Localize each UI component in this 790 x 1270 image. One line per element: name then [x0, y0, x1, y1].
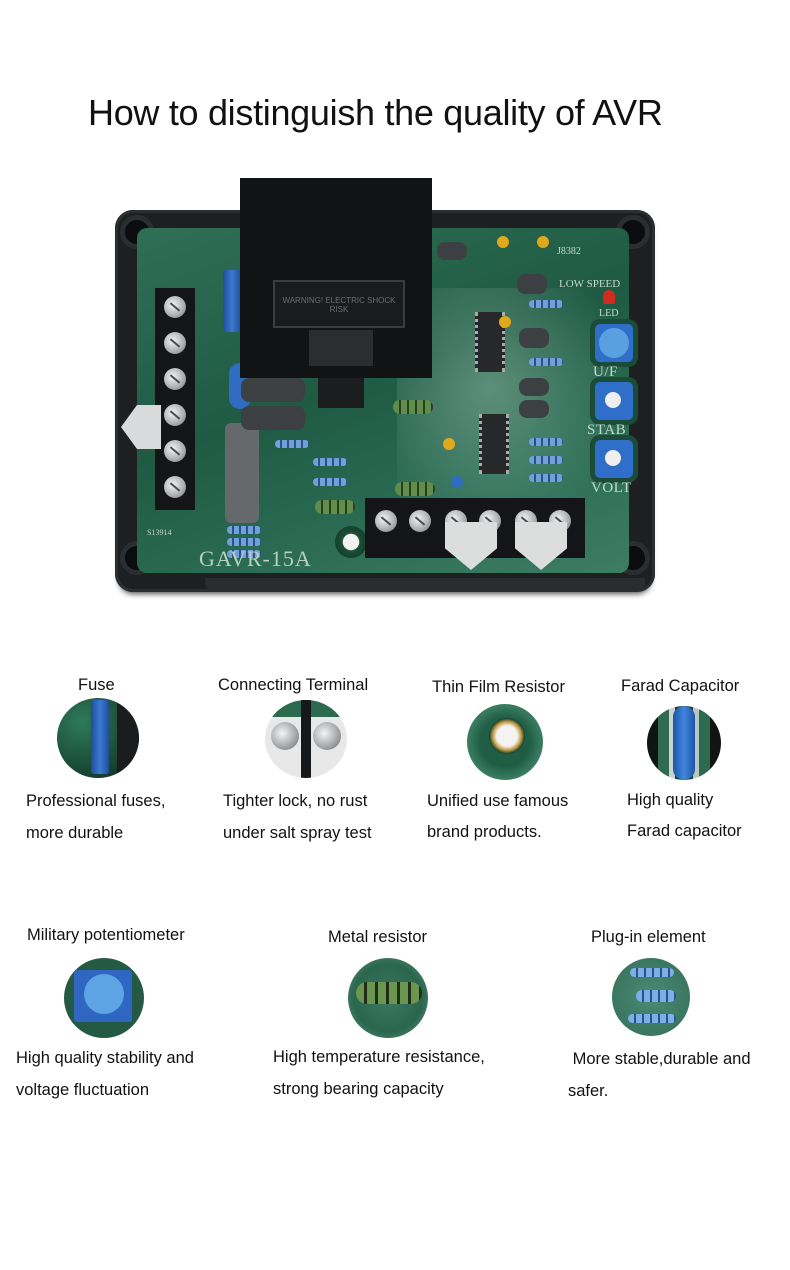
- capacitor-icon: [519, 328, 549, 348]
- feature-desc-line2: strong bearing capacity: [273, 1080, 444, 1098]
- thin-film-resistor-icon: [467, 704, 543, 780]
- potentiometer-knob-icon: [605, 392, 621, 408]
- capacitor-icon: [241, 378, 305, 402]
- metal-resistor-icon: [395, 482, 435, 496]
- resistor-icon: [529, 456, 563, 464]
- potentiometer-knob-icon: [599, 328, 629, 358]
- case-bottom-edge: [205, 578, 645, 592]
- silk-uf: U/F: [593, 364, 618, 380]
- regulator-icon: [318, 374, 364, 408]
- feature-title: Farad Capacitor: [621, 677, 740, 695]
- heatsink-fin: [426, 178, 432, 214]
- left-terminal-block: [155, 288, 195, 510]
- feature-title: Metal resistor: [328, 928, 428, 946]
- screw-icon: [164, 296, 186, 318]
- resistor-icon: [227, 550, 261, 558]
- feature-desc-line1: Professional fuses,: [26, 792, 166, 810]
- ic-chip-icon: [475, 312, 505, 372]
- capacitor-icon: [517, 274, 547, 294]
- resistor-icon: [529, 358, 563, 366]
- electrolytic-capacitor-icon: [335, 526, 367, 558]
- capacitor-icon: [519, 400, 549, 418]
- potentiometer-knob-icon: [605, 450, 621, 466]
- led-icon: [603, 290, 615, 304]
- power-transistor-icon: [309, 330, 373, 366]
- resistor-icon: [529, 300, 563, 308]
- resistor-icon: [313, 478, 347, 486]
- fuse-icon: [57, 698, 139, 778]
- feature-desc-line1: High quality: [627, 791, 714, 809]
- feature-desc-line1: Tighter lock, no rust: [223, 792, 368, 810]
- resistor-icon: [227, 538, 261, 546]
- ceramic-capacitor-icon: [499, 316, 511, 328]
- screw-icon: [375, 510, 397, 532]
- warning-text: WARNING! ELECTRIC SHOCK RISK: [282, 296, 396, 314]
- film-capacitor-icon: [225, 423, 259, 523]
- metal-resistor-icon: [348, 958, 428, 1038]
- screw-icon: [164, 440, 186, 462]
- warning-label: WARNING! ELECTRIC SHOCK RISK: [273, 280, 405, 328]
- feature-desc-line1: Unified use famous: [427, 792, 569, 810]
- feature-title: Connecting Terminal: [218, 676, 369, 694]
- feature-title: Military potentiometer: [27, 926, 185, 944]
- terminal-icon: [265, 700, 347, 778]
- metal-resistor-icon: [315, 500, 355, 514]
- farad-capacitor-icon: [647, 706, 721, 780]
- silk-volt: VOLT: [591, 480, 632, 496]
- screw-icon: [164, 368, 186, 390]
- feature-desc-line2: more durable: [26, 824, 124, 842]
- potentiometer-volt: [595, 440, 633, 478]
- resistor-icon: [313, 458, 347, 466]
- feature-title: Thin Film Resistor: [432, 678, 565, 696]
- feature-desc-line2: Farad capacitor: [627, 822, 742, 840]
- screw-icon: [164, 476, 186, 498]
- ceramic-capacitor-icon: [451, 476, 463, 488]
- capacitor-icon: [241, 406, 305, 430]
- silk-low-speed: LOW SPEED: [559, 278, 621, 290]
- ceramic-capacitor-icon: [443, 438, 455, 450]
- silk-serial: S13914: [147, 528, 172, 537]
- capacitor-icon: [519, 378, 549, 396]
- heatsink-fin: [267, 178, 273, 214]
- resistor-icon: [275, 440, 309, 448]
- feature-desc-line2: voltage fluctuation: [16, 1081, 150, 1099]
- feature-desc-line1: High temperature resistance,: [273, 1048, 485, 1066]
- ceramic-capacitor-icon: [537, 236, 549, 248]
- pcb-gloss: [397, 288, 627, 538]
- silk-stab: STAB: [587, 422, 627, 438]
- feature-desc-line2: brand products.: [427, 823, 542, 841]
- potentiometer-stab: [595, 382, 633, 420]
- capacitor-icon: [437, 242, 467, 260]
- resistor-icon: [227, 526, 261, 534]
- heatsink-fin: [240, 178, 246, 214]
- plug-in-element-icon: [612, 958, 690, 1036]
- model-label: GAVR-15A: [199, 546, 312, 571]
- potentiometer-uf: [595, 324, 633, 362]
- ceramic-capacitor-icon: [497, 236, 509, 248]
- resistor-icon: [529, 438, 563, 446]
- fuse-icon: [223, 270, 241, 332]
- ic-chip-icon: [479, 414, 509, 474]
- heatsink-fin: [383, 178, 389, 214]
- silk-board-code: J8382: [557, 246, 581, 257]
- page-title: How to distinguish the quality of AVR: [88, 92, 663, 134]
- metal-resistor-icon: [393, 400, 433, 414]
- feature-desc-line1: High quality stability and: [16, 1049, 194, 1067]
- feature-title: Plug-in element: [591, 928, 706, 946]
- screw-icon: [164, 332, 186, 354]
- feature-desc-line2: under salt spray test: [223, 824, 372, 842]
- feature-desc-line2: safer.: [568, 1082, 609, 1100]
- resistor-icon: [529, 474, 563, 482]
- avr-product-photo: J8382 LOW SPEED LED U/F STAB VOLT S13914…: [115, 178, 655, 595]
- potentiometer-icon: [64, 958, 144, 1038]
- screw-icon: [409, 510, 431, 532]
- silk-led: LED: [599, 308, 619, 319]
- feature-title: Fuse: [78, 676, 115, 694]
- heatsink-fin: [397, 178, 403, 214]
- screw-icon: [164, 404, 186, 426]
- feature-desc-line1: More stable,durable and: [568, 1050, 751, 1068]
- heatsink-fin: [281, 178, 287, 214]
